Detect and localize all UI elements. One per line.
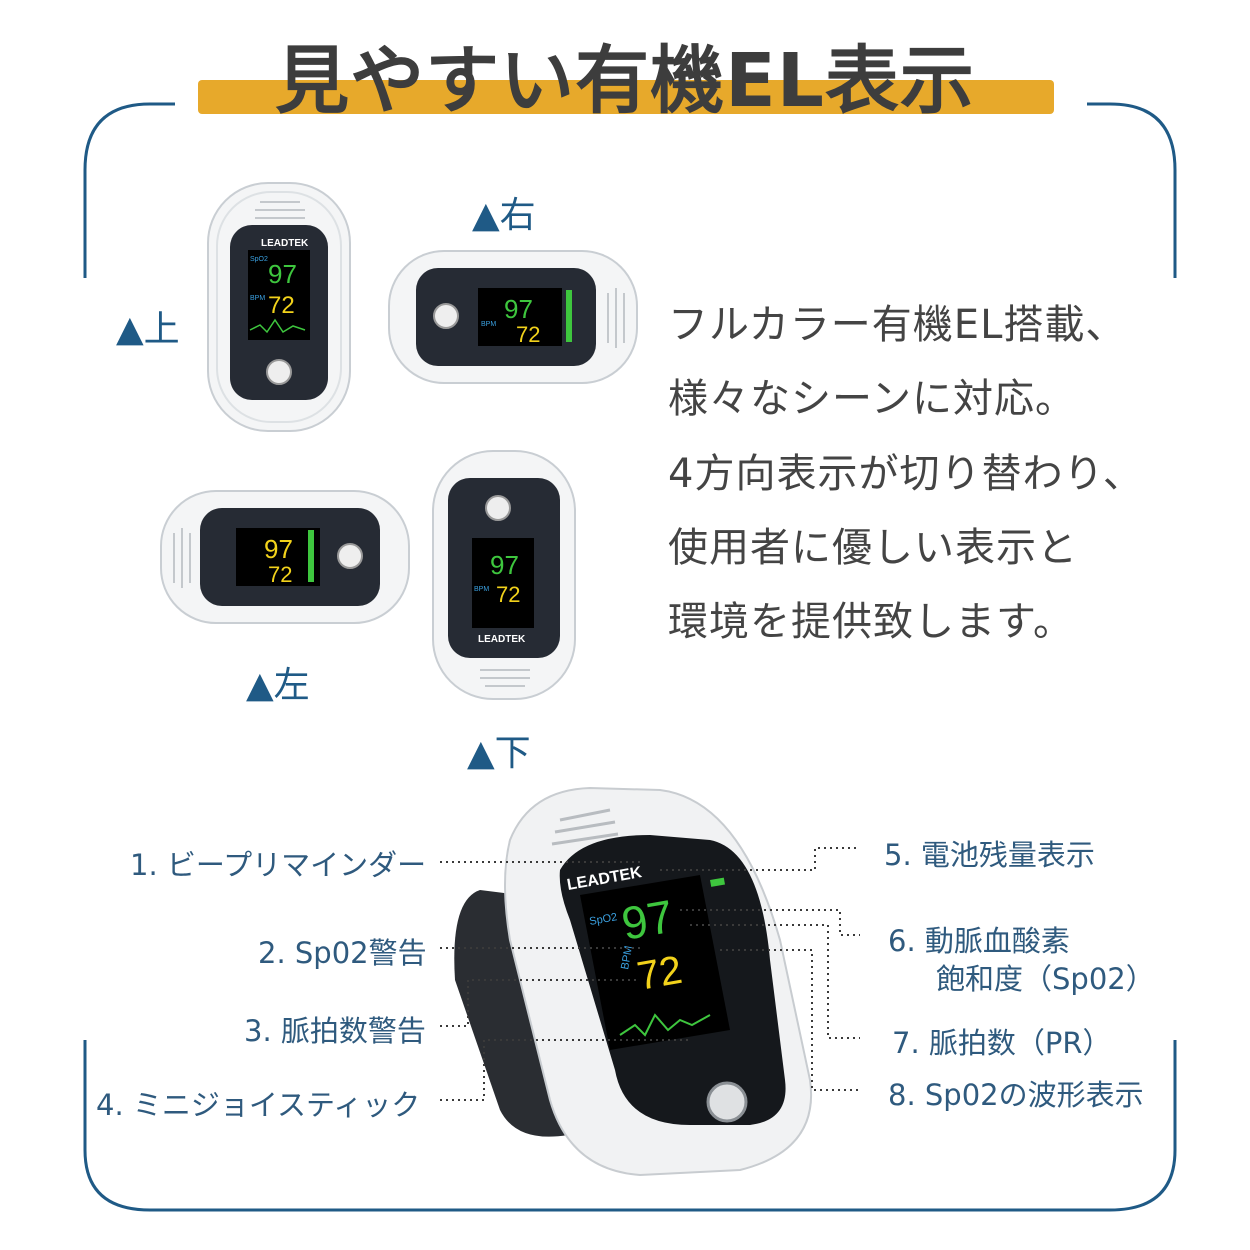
brand-label: LEADTEK bbox=[261, 238, 309, 249]
callout-spo2-line2: 飽和度（Sp02） bbox=[936, 962, 1155, 996]
oximeter-left-illustration: 97 72 bbox=[160, 490, 410, 624]
description-line-2: 様々なシーンに対応。 bbox=[668, 376, 1076, 422]
orientation-label-right: ▲右 bbox=[472, 195, 536, 236]
pr-value: 72 bbox=[268, 292, 295, 319]
callout-beep-reminder: 1. ビープリマインダー bbox=[130, 848, 427, 882]
oximeter-up-illustration: LEADTEK SpO2 97 72 BPM bbox=[207, 182, 351, 432]
callout-spo2-line1: 6. 動脈血酸素 bbox=[888, 924, 1070, 958]
page-title: 見やすい有機EL表示 bbox=[275, 38, 975, 124]
bpm-label: BPM bbox=[474, 586, 489, 593]
oximeter-right-illustration: 97 72 BPM bbox=[388, 250, 638, 384]
orientation-label-down: ▲下 bbox=[467, 733, 531, 774]
spo2-value: 97 bbox=[618, 890, 677, 950]
pr-value: 72 bbox=[634, 948, 685, 999]
callout-spo2-waveform: 8. Sp02の波形表示 bbox=[888, 1078, 1144, 1112]
description-line-3: 4方向表示が切り替わり、 bbox=[668, 451, 1144, 497]
bpm-label: BPM bbox=[250, 295, 265, 302]
spo2-value: 97 bbox=[490, 550, 519, 580]
callout-pr-alarm: 3. 脈拍数警告 bbox=[244, 1014, 426, 1048]
callout-battery: 5. 電池残量表示 bbox=[884, 838, 1095, 872]
spo2-value: 97 bbox=[264, 534, 293, 564]
description-line-4: 使用者に優しい表示と bbox=[668, 525, 1078, 571]
orientation-label-up: ▲上 bbox=[116, 309, 180, 350]
spo2-label: SpO2 bbox=[250, 256, 268, 263]
joystick-icon bbox=[706, 1081, 748, 1123]
oximeter-main-photo: LEADTEK 97 72 SpO2 BPM bbox=[454, 786, 813, 1177]
description-line-5: 環境を提供致します。 bbox=[668, 599, 1074, 645]
pr-value: 72 bbox=[496, 582, 520, 607]
callout-mini-joystick: 4. ミニジョイスティック bbox=[96, 1088, 421, 1122]
orientation-label-left: ▲左 bbox=[246, 665, 310, 706]
spo2-value: 97 bbox=[504, 294, 533, 324]
bpm-label: BPM bbox=[481, 321, 496, 328]
pr-value: 72 bbox=[516, 322, 540, 347]
spo2-label: SpO2 bbox=[588, 911, 618, 928]
callout-spo2-alarm: 2. Sp02警告 bbox=[258, 936, 427, 970]
pr-value: 72 bbox=[268, 562, 292, 587]
spo2-value: 97 bbox=[268, 259, 297, 289]
description-line-1: フルカラー有機EL搭載、 bbox=[668, 302, 1127, 348]
bpm-label: BPM bbox=[619, 945, 635, 971]
brand-label: LEADTEK bbox=[478, 634, 526, 645]
title-highlight-bar bbox=[198, 80, 1054, 114]
callout-pulse-rate: 7. 脈拍数（PR） bbox=[892, 1026, 1112, 1060]
oximeter-down-illustration: 97 72 BPM LEADTEK bbox=[432, 450, 576, 700]
